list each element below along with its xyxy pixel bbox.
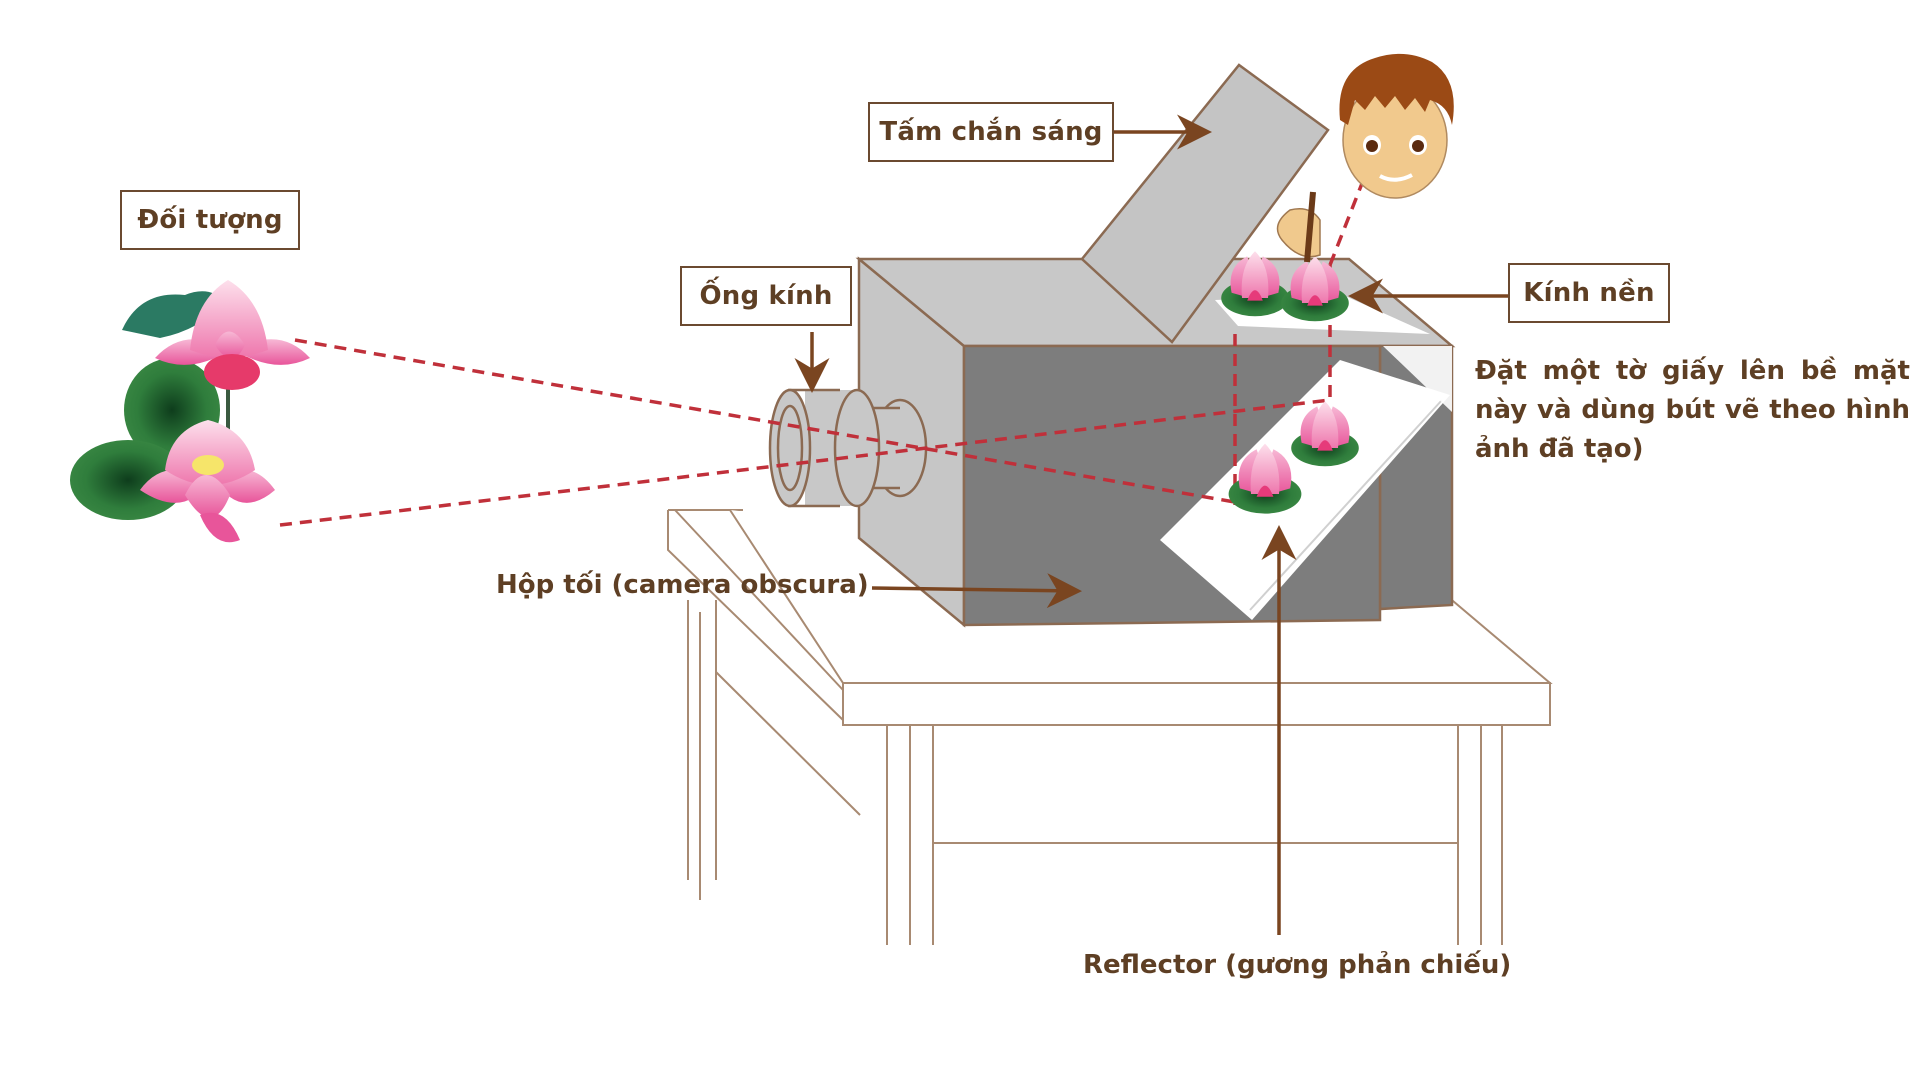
label-lens: Ống kính [680, 266, 852, 326]
label-light-shield: Tấm chắn sáng [868, 102, 1114, 162]
label-object: Đối tượng [120, 190, 300, 250]
lens [768, 388, 928, 508]
label-ground-glass: Kính nền [1508, 263, 1670, 323]
object-lotus [70, 280, 310, 543]
ground-glass-note: Đặt một tờ giấy lên bề mặt này và dùng b… [1475, 356, 1910, 464]
label-dark-box: Hộp tối (camera obscura) [496, 570, 869, 600]
reflector-mirror [1160, 346, 1452, 620]
arrow-dark-box [871, 573, 1082, 609]
label-light-shield-text: Tấm chắn sáng [879, 117, 1103, 147]
label-object-text: Đối tượng [137, 205, 283, 235]
person-drawing [1276, 53, 1454, 263]
label-ground-glass-text: Kính nền [1523, 278, 1655, 308]
label-reflector: Reflector (gương phản chiếu) [1083, 950, 1512, 980]
label-lens-text: Ống kính [699, 281, 833, 311]
annotation-arrows [794, 114, 1508, 935]
